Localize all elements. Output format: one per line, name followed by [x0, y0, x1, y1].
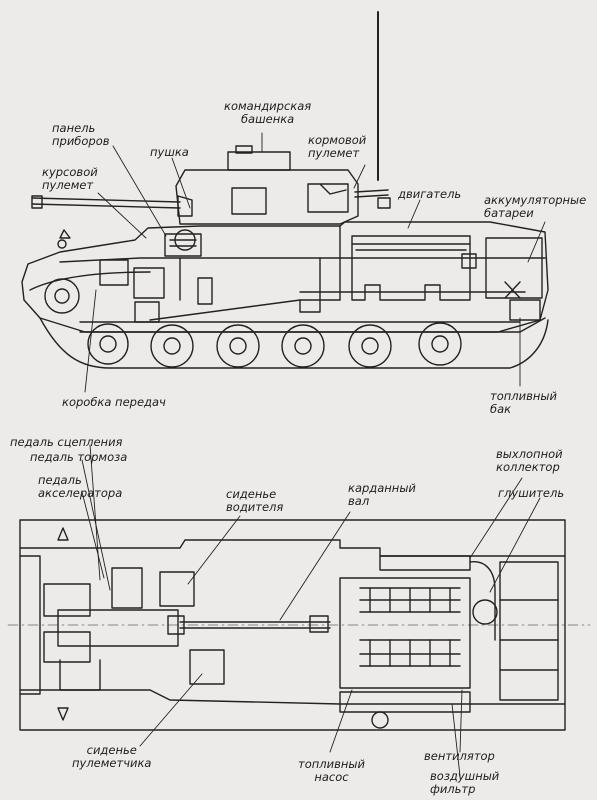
label-driver-seat: сиденье водителя [226, 487, 284, 514]
label-batteries: аккумуляторные батареи [484, 193, 587, 220]
hull-top-outline [19, 519, 566, 731]
side-leader-lines [84, 132, 546, 393]
label-fan: вентилятор [424, 749, 495, 763]
label-gunner-seat: сиденье пулеметчика [72, 743, 152, 770]
commander-cupola [227, 151, 291, 171]
label-muffler: глушитель [498, 486, 565, 500]
label-accelerator-pedal: педаль акселератора [38, 473, 123, 500]
battery-box [485, 237, 543, 299]
gun-barrel [31, 197, 181, 209]
side-view [21, 11, 549, 369]
label-hull-machine-gun: курсовой пулемет [42, 165, 98, 192]
sprocket [44, 278, 80, 314]
top-leader-lines [81, 444, 541, 777]
driver-seat [159, 571, 195, 607]
label-clutch-pedal: педаль сцепления [10, 435, 123, 449]
turret [175, 169, 359, 225]
label-commander-cupola: командирская башенка [224, 99, 312, 126]
label-gearbox: коробка передач [62, 395, 166, 409]
hull-outline [21, 221, 549, 333]
label-gun: пушка [150, 145, 189, 159]
gunner-seat [189, 649, 225, 685]
engine-block [351, 235, 471, 301]
track [39, 317, 549, 369]
engine-top [339, 577, 471, 689]
drive-shaft [179, 621, 331, 629]
label-rear-machine-gun: кормовой пулемет [308, 133, 367, 160]
label-instrument-panel: панель приборов [52, 121, 110, 148]
label-air-filter: воздушный фильтр [430, 769, 500, 796]
road-wheels [87, 322, 462, 368]
label-fuel-tank: топливный бак [490, 389, 557, 416]
label-exhaust-manifold: выхлопной коллектор [496, 447, 563, 474]
label-fuel-pump: топливный насос [298, 757, 365, 784]
label-drive-shaft: карданный вал [348, 481, 416, 508]
top-view [19, 519, 566, 731]
label-brake-pedal: педаль тормоза [30, 450, 128, 464]
label-engine: двигатель [398, 187, 462, 201]
